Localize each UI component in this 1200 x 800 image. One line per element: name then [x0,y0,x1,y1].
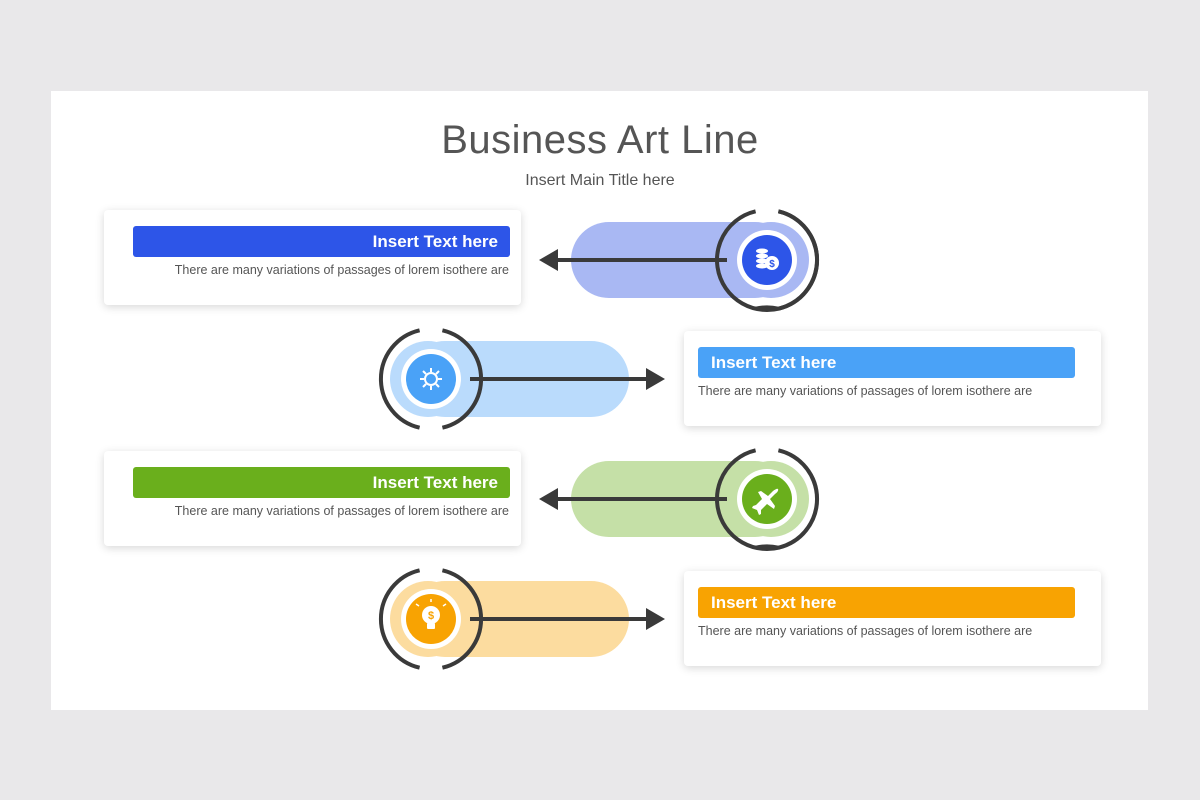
bracket-ring-4 [379,568,483,670]
timeline-row-3 [539,448,819,551]
lightbulb-dollar-icon: $ [415,599,447,629]
arrow-head-3 [539,488,558,510]
svg-text:$: $ [769,259,775,270]
card-heading-3: Insert Text here [133,467,510,498]
card-text-4: There are many variations of passages of… [698,624,1033,638]
airplane-icon [752,488,779,515]
card-heading-2: Insert Text here [698,347,1075,378]
timeline-row-2 [379,328,665,430]
arrow-head-2 [646,368,665,390]
slide-subtitle: Insert Main Title here [525,172,675,189]
timeline-row-4: $ [379,568,665,670]
card-text-3: There are many variations of passages of… [174,504,509,518]
bracket-ring-1b [777,209,819,311]
gear-sun-icon [420,368,442,390]
svg-text:$: $ [428,610,434,622]
info-card-2: Insert Text here There are many variatio… [684,331,1101,426]
arrow-head-4 [646,608,665,630]
card-text-2: There are many variations of passages of… [698,384,1033,398]
card-heading-4: Insert Text here [698,587,1075,618]
bracket-ring-2 [379,328,483,430]
circle-fill-2 [406,354,456,404]
info-card-1: Insert Text here There are many variatio… [104,210,521,305]
bracket-ring-3 [715,448,819,551]
info-card-4: Insert Text here There are many variatio… [684,571,1101,666]
arrow-head-1 [539,249,558,271]
info-card-3: Insert Text here There are many variatio… [104,451,521,546]
card-text-1: There are many variations of passages of… [174,263,509,277]
coins-dollar-icon: $ [756,248,779,270]
card-heading-1: Insert Text here [133,226,510,257]
timeline-row-1: $ [539,209,819,312]
slide-title: Business Art Line [441,118,759,162]
